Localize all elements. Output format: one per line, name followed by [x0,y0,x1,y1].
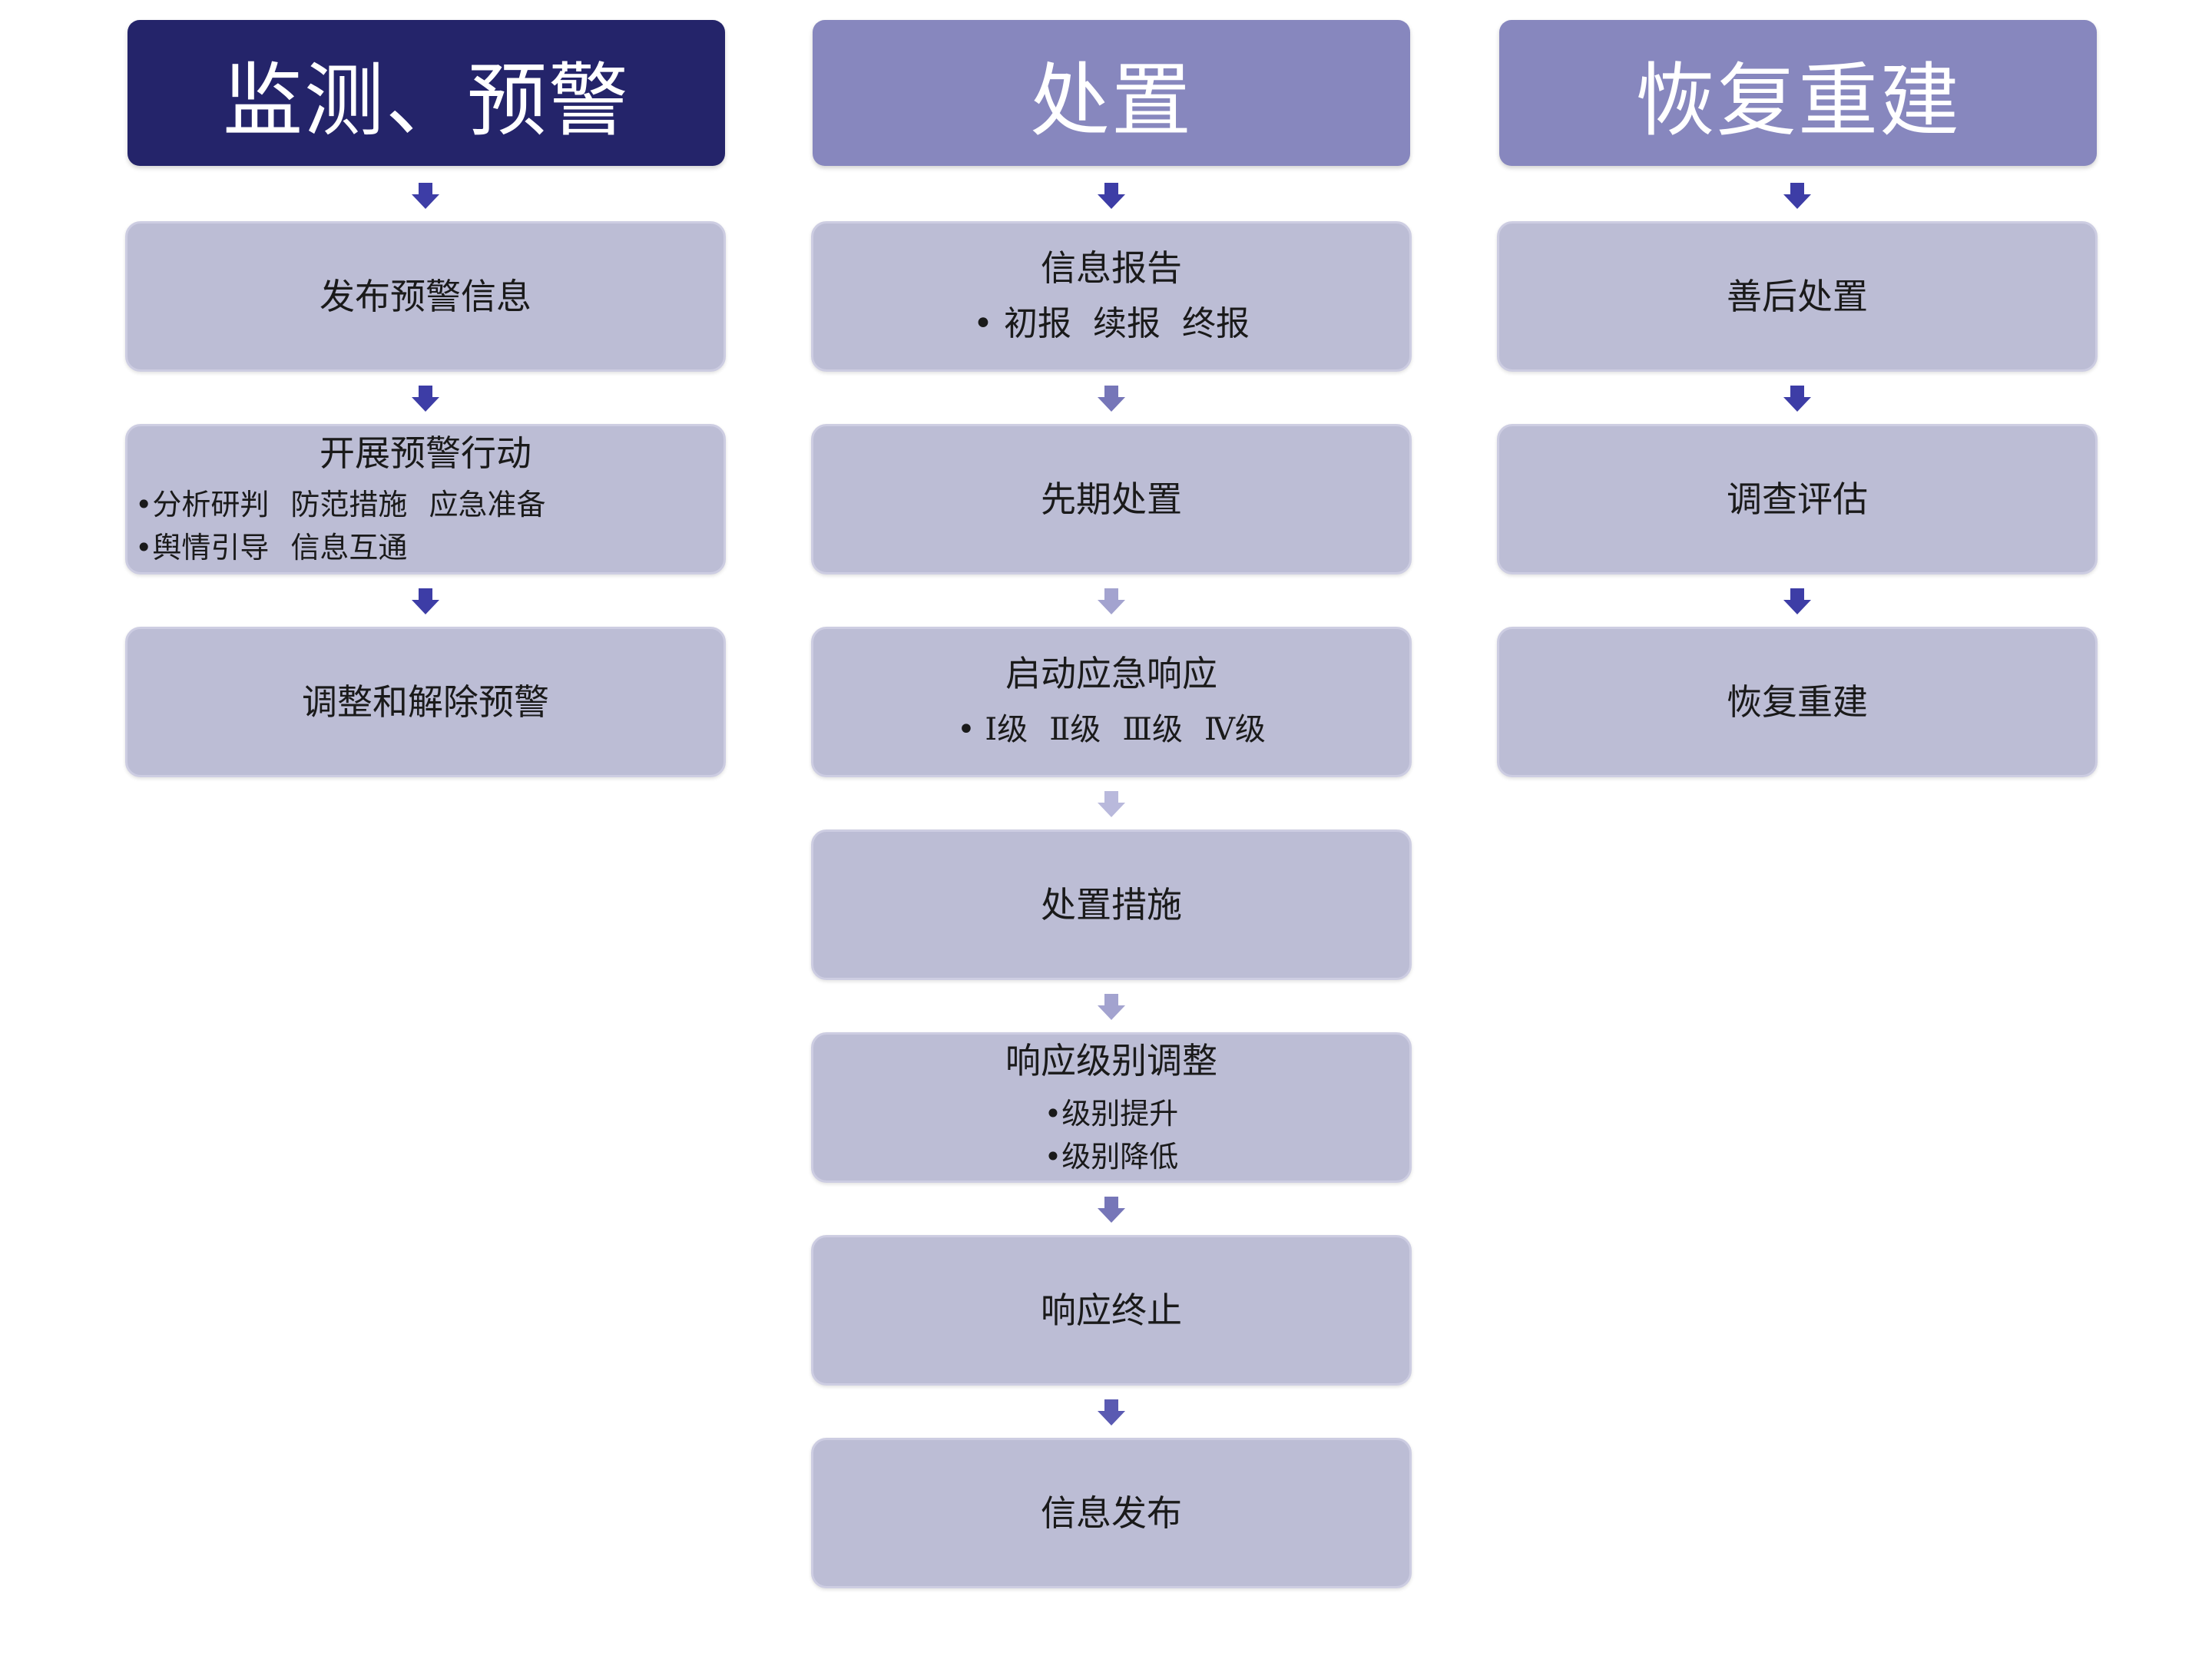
step-title: 先期处置 [1041,478,1182,520]
step-box-info-release: 信息发布 [811,1438,1412,1588]
bullet-text: • 初报 [973,304,1071,343]
step-title: 善后处置 [1727,276,1868,317]
step-title: 调整和解除预警 [302,681,549,723]
arrow-down-icon [1098,1197,1125,1223]
bullet-text: •分析研判 [135,488,270,522]
step-box-publish-warning: 发布预警信息 [125,221,726,372]
step-title: 开展预警行动 [320,432,531,474]
arrow-down-icon [412,386,439,412]
step-title: 启动应急响应 [1005,653,1217,694]
arrow-down-icon [1098,791,1125,817]
step-title: 调查评估 [1727,478,1868,520]
step-title: 发布预警信息 [320,276,531,317]
step-title: 处置措施 [1041,884,1182,926]
step-box-level-adjust: 响应级别调整 •级别提升 •级别降低 [811,1032,1412,1183]
arrow-down-icon [1098,994,1125,1020]
arrow-down-icon [1098,183,1125,209]
step-box-recovery: 恢复重建 [1497,627,2098,777]
step-bullets: • Ⅰ级 Ⅱ级 Ⅲ级 Ⅳ级 [957,705,1266,754]
bullet-text: •舆情引导 [135,531,270,565]
step-title: 响应终止 [1041,1290,1182,1331]
step-bullets: •分析研判防范措施应急准备 •舆情引导信息互通 [135,483,545,569]
step-title: 信息发布 [1041,1492,1182,1534]
step-box-start-response: 启动应急响应 • Ⅰ级 Ⅱ级 Ⅲ级 Ⅳ级 [811,627,1412,777]
column-header-response: 处置 [813,20,1410,166]
column-header-recovery: 恢复重建 [1499,20,2097,166]
step-box-adjust-warning: 调整和解除预警 [125,627,726,777]
arrow-down-icon [412,588,439,614]
arrow-down-icon [412,183,439,209]
bullet-line: •分析研判防范措施应急准备 [135,483,545,526]
step-box-measures: 处置措施 [811,830,1412,980]
column-header-monitoring: 监测、预警 [127,20,725,166]
step-bullets: •级别提升 •级别降低 [1045,1092,1178,1178]
step-title: 恢复重建 [1727,681,1868,723]
bullet-text: • Ⅰ级 [957,712,1028,747]
step-box-investigation: 调查评估 [1497,424,2098,575]
step-box-info-report: 信息报告 • 初报续报终报 [811,221,1412,372]
step-box-aftermath: 善后处置 [1497,221,2098,372]
bullet-text: 防范措施 [290,488,408,522]
bullet-text: Ⅱ级 [1049,712,1101,747]
bullet-text: Ⅲ级 [1122,712,1183,747]
bullet-text: 续报 [1092,304,1161,343]
arrow-down-icon [1098,386,1125,412]
arrow-down-icon [1783,588,1811,614]
step-box-initial-response: 先期处置 [811,424,1412,575]
bullet-text: •级别降低 [1044,1140,1179,1174]
step-box-response-end: 响应终止 [811,1235,1412,1386]
bullet-text: Ⅳ级 [1204,712,1266,747]
arrow-down-icon [1783,386,1811,412]
step-bullets: • 初报续报终报 [973,300,1250,349]
bullet-line: •舆情引导信息互通 [135,526,545,569]
step-title: 响应级别调整 [1005,1040,1217,1081]
arrow-down-icon [1783,183,1811,209]
arrow-down-icon [1098,1399,1125,1426]
bullet-text: 应急准备 [429,488,546,522]
bullet-text: 信息互通 [290,531,408,565]
step-title: 信息报告 [1041,247,1182,289]
step-box-warning-action: 开展预警行动 •分析研判防范措施应急准备 •舆情引导信息互通 [125,424,726,575]
arrow-down-icon [1098,588,1125,614]
bullet-text: 终报 [1181,304,1250,343]
bullet-text: •级别提升 [1044,1097,1179,1131]
